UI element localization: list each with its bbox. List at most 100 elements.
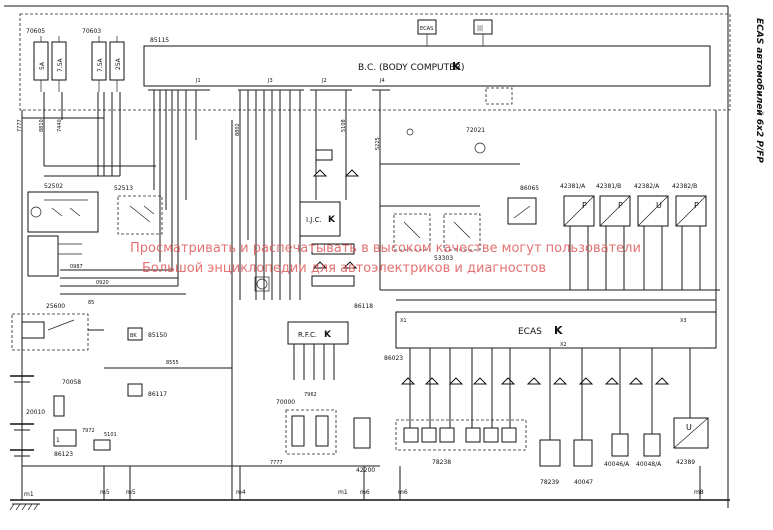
- wire-bundle-left: [21, 90, 381, 500]
- wire-label-5101: 5101: [104, 432, 117, 438]
- bk-label: BK: [130, 333, 137, 339]
- connector-small: [93, 439, 111, 451]
- component-86123-box: [53, 429, 77, 447]
- ecas-indicator-label: ECAS: [420, 26, 433, 32]
- ijc-module: I.J.C. K: [299, 201, 341, 237]
- fuse-block-left: 70605 70603 5A 7.5A 7.5A 25A: [26, 28, 125, 92]
- body-computer: 85115 B.C. (BODY COMPUTER) K: [143, 37, 711, 87]
- rfc-label: R.F.C.: [298, 331, 317, 339]
- component-78238-label: 78238: [432, 459, 451, 466]
- lamp-symbol: [406, 128, 414, 136]
- component-42200-label: 42200: [356, 467, 375, 474]
- component-25600-label: 25600: [46, 303, 65, 310]
- fuse-label-3: 7.5A: [97, 57, 104, 72]
- ijc-label: I.J.C.: [306, 216, 322, 224]
- diagram-title: ECAS автомобилей 6x2 P/FP: [754, 18, 765, 163]
- ground-m5-a: m5: [100, 489, 110, 496]
- component-86117-label: 86117: [148, 391, 167, 398]
- fuse-70000-b: [315, 415, 329, 447]
- component-40048a-label: 40048/A: [636, 461, 662, 468]
- relay-pair-53303: 53303: [393, 213, 481, 262]
- fuse-label-4: 25A: [115, 57, 122, 70]
- component-86117-box: [127, 383, 143, 397]
- component-78239-box: [539, 439, 561, 467]
- component-85150-label: 85150: [148, 332, 167, 339]
- fuse-label-2: 7.5A: [57, 57, 64, 72]
- relay-25600: 25600: [11, 303, 104, 351]
- component-40046a-box: [611, 433, 629, 457]
- component-42200-box: [353, 417, 371, 449]
- wire-label-7777: 7777: [17, 119, 23, 132]
- wire-label-5225: 5225: [375, 137, 381, 150]
- ground-labels: m1 m5 m5 m4 m1 m6 m6 m8: [24, 489, 704, 498]
- component-78239-label: 78239: [540, 479, 559, 486]
- sensor-42382b-code: 42382/B: [672, 183, 697, 190]
- fuse-code-1: 70605: [26, 28, 45, 35]
- ground-m1-mid: m1: [338, 489, 348, 496]
- ground-m4: m4: [236, 489, 246, 496]
- switch-52502: 52502: [27, 183, 99, 233]
- terminal-85-label: 85: [88, 300, 94, 306]
- component-20010-label: 20010: [26, 409, 45, 416]
- component-53303-label: 53303: [434, 255, 453, 262]
- ecas-code: 86023: [384, 355, 403, 362]
- component-72021-label: 72021: [466, 127, 485, 134]
- wire-label-0987: 0987: [70, 264, 83, 270]
- wire-label-7972: 7972: [82, 428, 95, 434]
- fuse-code-2: 70603: [82, 28, 101, 35]
- bk-box: [127, 327, 143, 341]
- component-40046a-label: 40046/A: [604, 461, 630, 468]
- battery-20010: 20010: [10, 375, 45, 457]
- switch-52513: 52513: [114, 185, 163, 235]
- fuse-70000-a: [291, 415, 305, 447]
- wire-label-8802: 8802: [235, 123, 241, 136]
- valve-block-78238: 78238: [395, 419, 527, 466]
- component-40048a-box: [643, 433, 661, 457]
- sensor-42382a-letter: U: [656, 201, 662, 210]
- rfc-module: R.F.C. K 86118: [287, 303, 373, 345]
- ground-indicator-label: |||: [477, 25, 483, 32]
- wire-label-0920: 0920: [96, 280, 109, 286]
- connector-block-left: [27, 235, 59, 277]
- sensor-42382a-code: 42382/A: [634, 183, 660, 190]
- wire-label-8810: 8810: [39, 119, 45, 132]
- component-86123-label: 86123: [54, 451, 73, 458]
- ground-m1-left: m1: [24, 491, 34, 498]
- ground-m6-b: m6: [398, 489, 408, 496]
- connector-x3: X3: [680, 318, 687, 324]
- rfc-code: 86118: [354, 303, 373, 310]
- component-70000-label: 70000: [276, 399, 295, 406]
- component-70058-label: 70058: [62, 379, 81, 386]
- ground-m8: m8: [694, 489, 704, 496]
- connector-j2: J2: [321, 78, 327, 84]
- ijc-mark: K: [328, 215, 336, 225]
- wire-label-7962: 7962: [304, 392, 317, 398]
- body-computer-code: 85115: [150, 37, 169, 44]
- led-row: [400, 377, 670, 385]
- body-computer-label: B.C. (BODY COMPUTER): [358, 63, 465, 73]
- ecas-module: ECAS K X1 X2 X3 86023: [384, 311, 717, 362]
- wire-label-7777-bottom: 7777: [270, 460, 283, 466]
- wire-label-8555: 8555: [166, 360, 179, 366]
- wire-label-5108: 5108: [341, 119, 347, 132]
- connector-x2: X2: [560, 342, 567, 348]
- watermark-line-2: Большой энциклопедии для автоэлектриков …: [142, 261, 546, 276]
- component-42389-label: 42389: [676, 459, 695, 466]
- component-52502-label: 52502: [44, 183, 63, 190]
- body-computer-mark: K: [452, 60, 461, 73]
- component-40047-box: [573, 439, 593, 467]
- ecas-mark: K: [554, 324, 563, 337]
- fuse-70058: [53, 395, 65, 417]
- ecas-label: ECAS: [518, 327, 542, 337]
- ground-m6-a: m6: [360, 489, 370, 496]
- ground-m5-b: m5: [126, 489, 136, 496]
- component-40047-label: 40047: [574, 479, 593, 486]
- rfc-mark: K: [324, 330, 332, 340]
- component-86065-label: 86065: [520, 185, 539, 192]
- connector-j4: J4: [379, 78, 385, 84]
- fuse-label-1: 5A: [39, 61, 46, 70]
- connector-x1: X1: [400, 318, 407, 324]
- component-72021-symbol: [474, 142, 486, 154]
- wire-label-7440: 7440: [57, 119, 63, 132]
